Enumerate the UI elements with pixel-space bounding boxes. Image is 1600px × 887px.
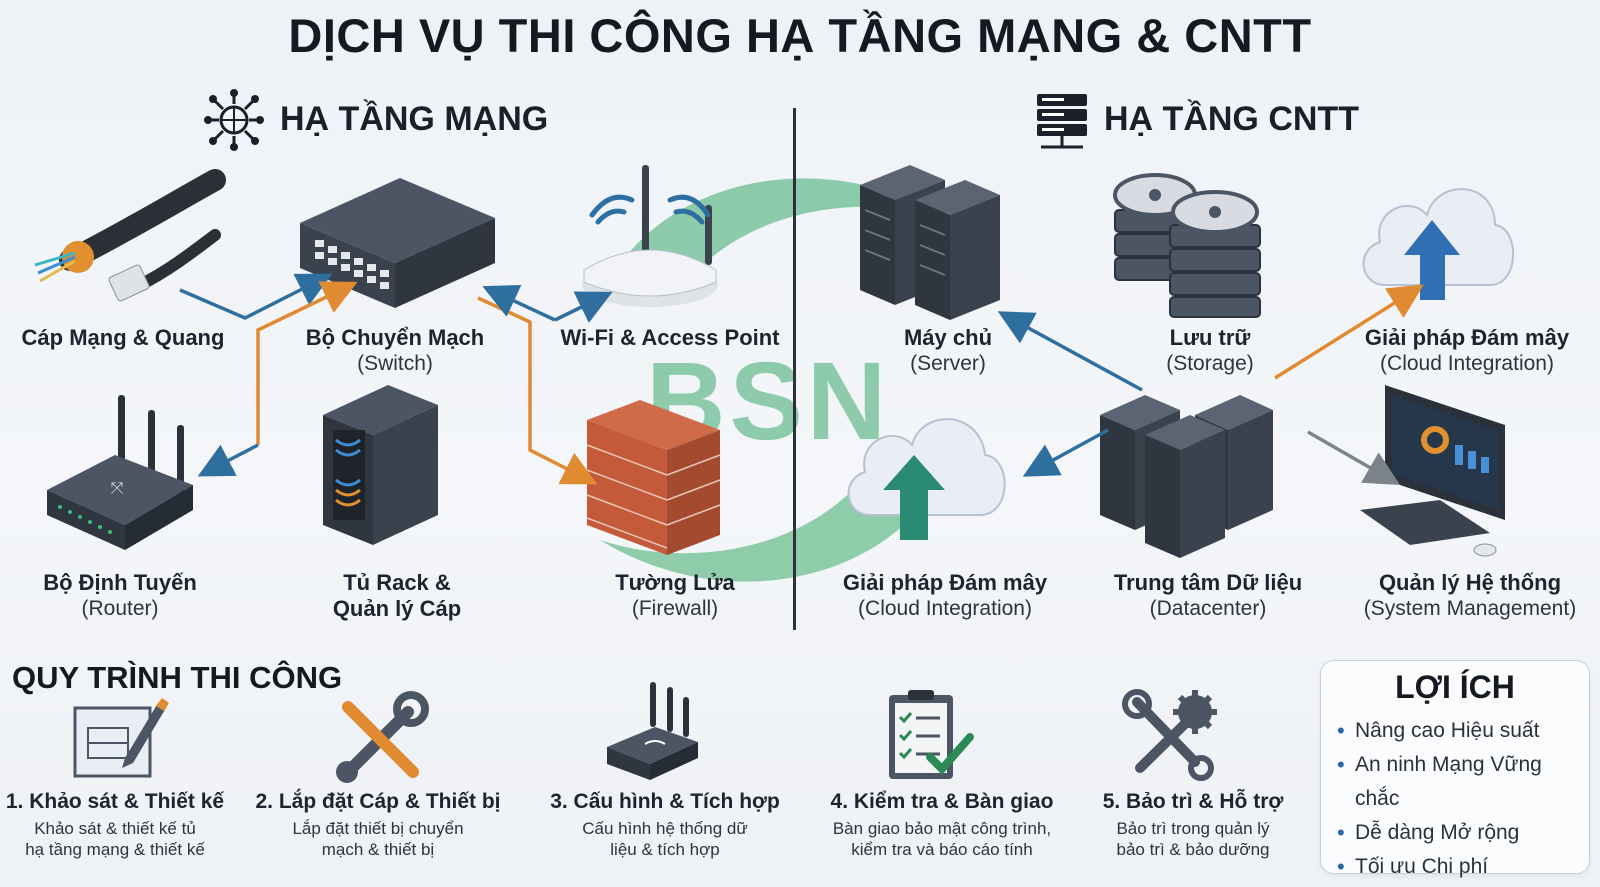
label-wifi: Wi-Fi & Access Point [560, 325, 780, 350]
server-stack-icon [1037, 94, 1087, 149]
arrow-datacenter-server [997, 311, 1143, 392]
cloud-upload-icon-2 [847, 418, 1006, 540]
monitor-system-icon [1360, 385, 1505, 557]
label-datacenter: Trung tâm Dữ liệu(Datacenter) [1113, 570, 1303, 620]
datacenter-icon [1100, 395, 1273, 558]
benefits-title: LỢI ÍCH [1395, 669, 1515, 705]
it-section-title: HẠ TẦNG CNTT [1104, 100, 1359, 138]
benefit-item: Tối ưu Chi phí [1337, 850, 1589, 884]
process-title: QUY TRÌNH THI CÔNG [12, 660, 343, 695]
label-rack: Tủ Rack &Quản lý Cáp [332, 570, 462, 621]
switch-icon [300, 178, 495, 308]
label-cloud-bottom: Giải pháp Đám mây(Cloud Integration) [842, 570, 1048, 620]
benefits-panel: LỢI ÍCH Nâng cao Hiệu suất An ninh Mạng … [1320, 660, 1590, 884]
configured-router-icon [607, 682, 698, 780]
label-system-management: Quản lý Hệ thống(System Management) [1363, 570, 1577, 620]
cloud-upload-icon [1362, 188, 1515, 300]
rack-cabinet-icon [323, 385, 438, 545]
label-cable: Cáp Mạng & Quang [21, 325, 225, 350]
label-switch: Bộ Chuyển Mạch(Switch) [305, 325, 485, 375]
svg-text:⤧: ⤧ [111, 478, 124, 497]
arrow-to-switch [482, 285, 556, 322]
wrench-screwdriver-icon [336, 691, 429, 783]
network-section-title: HẠ TẦNG MẠNG [280, 100, 549, 138]
arrow-storage-cloud [1274, 284, 1424, 380]
label-server: Máy chủ(Server) [903, 325, 993, 375]
page-title: DỊCH VỤ THI CÔNG HẠ TẦNG MẠNG & CNTT [288, 9, 1312, 62]
network-hub-icon [204, 89, 264, 151]
arrow-datacenter-cloud [1022, 428, 1109, 477]
cable-icon [34, 169, 226, 302]
section-divider [793, 108, 796, 630]
label-firewall: Tường Lửa(Firewall) [615, 570, 735, 620]
label-storage: Lưu trữ(Storage) [1166, 325, 1254, 375]
label-router: Bộ Định Tuyến(Router) [43, 570, 197, 620]
server-icon [860, 165, 1000, 320]
router-icon: ⤧ [47, 395, 193, 550]
label-cloud-top: Giải pháp Đám mây(Cloud Integration) [1364, 325, 1570, 375]
storage-drives-icon [1113, 173, 1261, 318]
arrow-datacenter-system [1307, 430, 1401, 485]
firewall-icon [586, 400, 721, 555]
benefit-item: Nâng cao Hiệu suất [1337, 714, 1589, 748]
wifi-access-point-icon [582, 165, 718, 307]
arrow-cable-switch [179, 273, 333, 320]
arrow-router-switch [256, 281, 358, 445]
benefit-item: Dễ dàng Mở rộng [1337, 816, 1589, 850]
benefit-item: An ninh Mạng Vững chắc [1337, 748, 1589, 816]
blueprint-pencil-icon [73, 698, 169, 778]
checklist-icon [889, 690, 974, 779]
arrow-to-wifi [554, 291, 613, 323]
wrench-gear-icon [1122, 689, 1217, 781]
arrow-to-router [197, 443, 259, 477]
